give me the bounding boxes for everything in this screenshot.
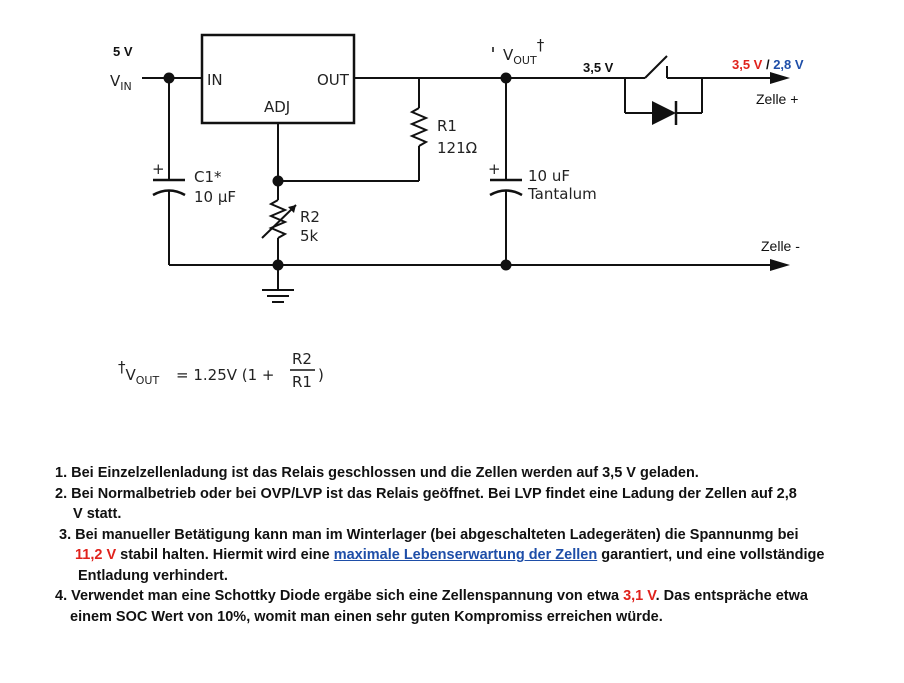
note-4: 4. Verwendet man eine Schottky Diode erg… xyxy=(55,588,808,604)
r2-name-label: R2 xyxy=(300,208,320,226)
junction-dot xyxy=(500,259,512,271)
vin-label: VIN xyxy=(110,72,132,93)
c2-plus-sign: + xyxy=(488,160,501,178)
cell-plus-arrow xyxy=(770,72,790,84)
regulator-circuit-diagram: 5 V VIN IN OUT ADJ VOUT† + C1* 10 µF R1 … xyxy=(110,33,804,391)
note-1: 1. Bei Einzelzellenladung ist das Relais… xyxy=(55,465,699,481)
c1-plus-sign: + xyxy=(152,160,165,178)
c2-value-label: 10 uF xyxy=(528,167,570,185)
formula-lhs: †VOUT xyxy=(118,358,159,387)
c1-value-label: 10 µF xyxy=(194,188,236,206)
r1-value-label: 121Ω xyxy=(437,139,477,157)
c1-name-label: C1* xyxy=(194,168,222,186)
note-3-voltage: 11,2 V xyxy=(75,547,117,563)
cell-minus-label: Zelle - xyxy=(761,238,800,254)
pin-in-label: IN xyxy=(207,71,223,89)
lifespan-link[interactable]: maximale Lebenserwartung der Zellen xyxy=(333,547,598,563)
diode-symbol xyxy=(652,101,676,125)
relay-voltage-label: 3,5 V xyxy=(583,60,614,75)
junction-dot xyxy=(500,72,512,84)
r1-resistor xyxy=(409,107,429,147)
c2-type-label: Tantalum xyxy=(527,185,597,203)
formula-numerator: R2 xyxy=(292,350,312,368)
note-2: 2. Bei Normalbetrieb oder bei OVP/LVP is… xyxy=(55,485,797,502)
relay-switch xyxy=(644,55,668,79)
formula-close: ) xyxy=(318,366,324,384)
cell-minus-arrow xyxy=(770,259,790,271)
note-2-continued: V statt. xyxy=(73,506,122,522)
junction-dot xyxy=(272,259,284,271)
junction-dot xyxy=(272,175,284,187)
output-voltage-label: 3,5 V / 2,8 V xyxy=(732,57,804,72)
r2-value-label: 5k xyxy=(300,227,319,245)
note-4-voltage: 3,1 V xyxy=(623,588,656,604)
cell-plus-label: Zelle + xyxy=(756,91,798,107)
pin-adj-label: ADJ xyxy=(264,98,290,116)
note-3-continued: 11,2 V stabil halten. Hiermit wird eine … xyxy=(75,547,825,563)
r2-resistor xyxy=(268,199,288,239)
formula-rhs: = 1.25V (1 + xyxy=(176,366,275,384)
explanation-notes: 1. Bei Einzelzellenladung ist das Relais… xyxy=(55,463,885,627)
junction-dot xyxy=(163,72,175,84)
pin-out-label: OUT xyxy=(317,71,350,89)
note-3: 3. Bei manueller Betätigung kann man im … xyxy=(59,526,799,543)
vin-voltage-label: 5 V xyxy=(113,44,133,59)
formula-denominator: R1 xyxy=(292,373,312,391)
note-3-end: Entladung verhindert. xyxy=(78,567,228,584)
note-4-continued: einem SOC Wert von 10%, womit man einen … xyxy=(70,608,663,625)
vout-label: VOUT† xyxy=(503,36,545,67)
r1-name-label: R1 xyxy=(437,117,457,135)
